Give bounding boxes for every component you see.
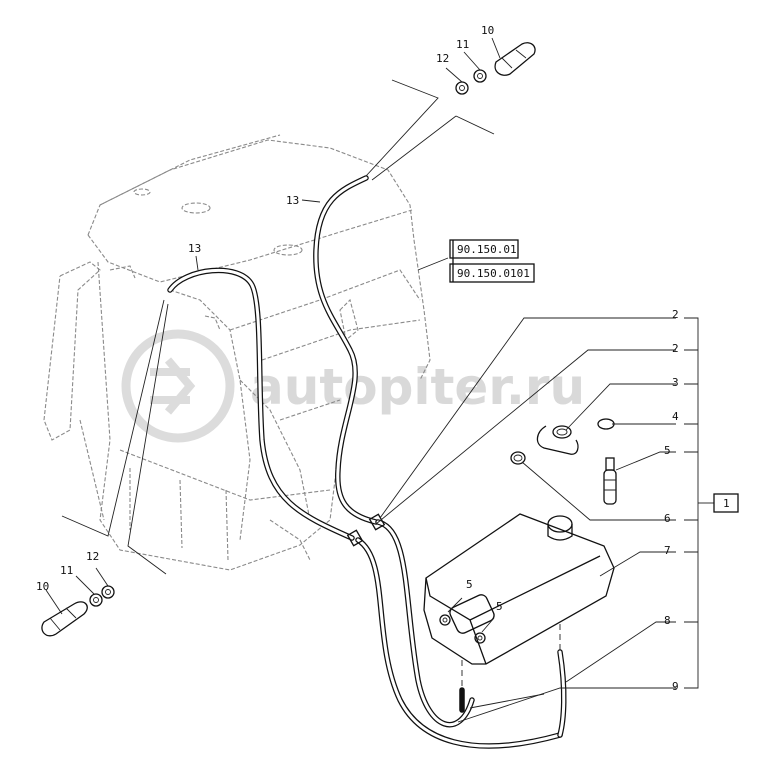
callout-2b: 2 bbox=[672, 342, 679, 355]
cab-outline bbox=[43, 134, 431, 571]
callout-4: 4 bbox=[672, 410, 679, 423]
callout-3: 3 bbox=[672, 376, 679, 389]
callout-5-tank-b: 5 bbox=[496, 600, 503, 613]
callout-6: 6 bbox=[664, 512, 671, 525]
callout-numbers: 2 2 3 4 5 6 7 8 9 5 5 10 11 12 13 13 10 … bbox=[36, 24, 679, 693]
callout-10-bottom: 10 bbox=[36, 580, 49, 593]
group-box bbox=[713, 493, 739, 513]
callout-11-bottom: 11 bbox=[60, 564, 73, 577]
callout-5-right: 5 bbox=[664, 444, 671, 457]
callout-10-top: 10 bbox=[481, 24, 494, 37]
callout-2a: 2 bbox=[672, 308, 679, 321]
callout-12-bottom: 12 bbox=[86, 550, 99, 563]
bottom-nozzle-kit bbox=[41, 585, 115, 637]
group-label: 1 bbox=[723, 497, 730, 510]
callout-13-left: 13 bbox=[188, 242, 201, 255]
callout-5-tank-a: 5 bbox=[466, 578, 473, 591]
reference-1: 90.150.01 bbox=[457, 243, 517, 256]
watermark: autopiter.ru bbox=[121, 329, 585, 443]
reference-2: 90.150.0101 bbox=[457, 267, 530, 280]
callout-11-top: 11 bbox=[456, 38, 469, 51]
callout-7: 7 bbox=[664, 544, 671, 557]
hoses bbox=[167, 175, 567, 749]
reference-boxes: 90.150.01 90.150.0101 bbox=[449, 239, 535, 283]
section-lines bbox=[61, 79, 495, 575]
loose-parts bbox=[510, 418, 617, 505]
washer-reservoir bbox=[423, 513, 615, 690]
callout-12-top: 12 bbox=[436, 52, 449, 65]
leader-lines bbox=[45, 37, 714, 723]
callout-9: 9 bbox=[672, 680, 679, 693]
callout-13-top: 13 bbox=[286, 194, 299, 207]
callout-8: 8 bbox=[664, 614, 671, 627]
watermark-text: autopiter.ru bbox=[250, 358, 585, 416]
